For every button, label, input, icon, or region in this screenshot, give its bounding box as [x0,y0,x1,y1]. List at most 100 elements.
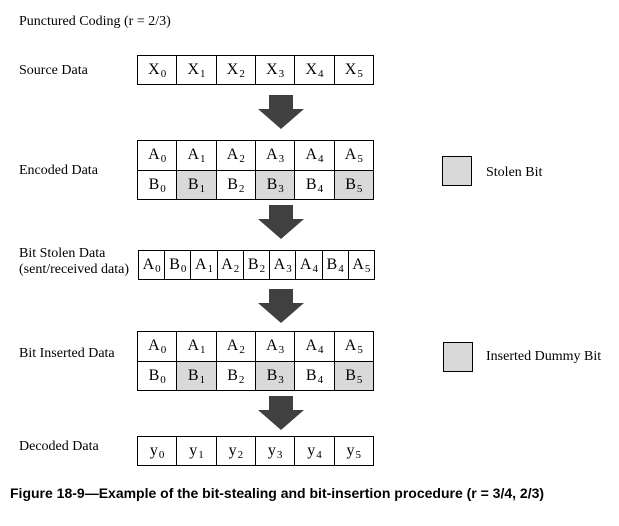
cell-subscript: 3 [278,344,285,357]
cell-symbol: X [187,61,200,78]
cell-symbol: A [299,256,312,273]
cell-symbol: X [226,61,239,78]
cell-subscript: 4 [316,449,322,461]
cell-subscript: 2 [238,182,245,195]
cell-subscript: 0 [155,263,161,275]
cell-symbol: X [148,61,160,78]
cell-symbol: X [266,61,278,78]
cell-subscript: 0 [180,263,187,275]
cell-symbol: B [169,256,180,273]
cell-symbol: B [305,366,317,384]
cell-symbol: A [221,256,233,273]
cell-subscript: 2 [239,68,245,80]
cell-symbol: A [226,337,239,355]
cell-symbol: y [228,442,237,459]
cell-symbol: A [273,256,286,273]
cell-subscript: 4 [318,68,324,80]
down-arrow-icon [258,95,304,129]
bit-stolen-data-label-line1: Bit Stolen Data [19,246,106,261]
cell-subscript: 1 [207,263,214,275]
cell-symbol: B [227,366,238,384]
cell-subscript: 2 [238,373,245,386]
cell-symbol: y [149,442,158,459]
cell-symbol: B [187,366,199,384]
cell-symbol: A [187,146,200,164]
figure-caption: Figure 18-9—Example of the bit-stealing … [10,485,545,501]
cell-symbol: y [307,442,316,459]
cell-subscript: 5 [357,344,363,357]
down-arrow-icon [258,289,304,323]
cell-subscript: 1 [198,449,204,461]
cell-subscript: 3 [278,68,285,80]
down-arrow-icon [258,205,304,239]
cell-subscript: 4 [312,263,318,275]
stolen-bit-legend-label: Stolen Bit [486,165,543,180]
cell-symbol: B [227,175,238,193]
cell-subscript: 4 [318,153,324,166]
cell-subscript: 1 [199,182,206,195]
cell-subscript: 0 [160,68,167,80]
inserted-dummy-bit-legend-swatch [443,342,473,372]
cell-symbol: A [187,337,200,355]
cell-symbol: B [305,175,317,193]
cell-symbol: y [189,442,198,459]
cell-symbol: A [148,337,160,355]
cell-subscript: 0 [160,153,167,166]
cell-subscript: 0 [158,449,165,461]
cell-symbol: A [344,146,357,164]
inserted-dummy-bit-legend-label: Inserted Dummy Bit [486,349,602,364]
cell-subscript: 5 [357,68,363,80]
cell-subscript: 4 [317,373,324,386]
cell-subscript: 0 [160,373,166,386]
cell-subscript: 3 [278,153,285,166]
cell-subscript: 5 [357,153,363,166]
cell-subscript: 3 [276,449,283,461]
cell-subscript: 4 [317,182,324,195]
cell-symbol: X [305,61,317,78]
cell-subscript: 4 [338,263,344,275]
cell-subscript: 0 [160,344,167,357]
bit-inserted-data-label: Bit Inserted Data [19,346,115,361]
cell-subscript: 5 [364,263,371,275]
cell-subscript: 3 [278,373,284,386]
stolen-bit-legend-swatch [442,156,472,186]
cell-symbol: A [266,337,278,355]
cell-symbol: B [266,175,278,193]
cell-symbol: A [352,256,364,273]
cell-subscript: 2 [259,263,266,275]
bit-stolen-data-label-line2: (sent/received data) [19,262,129,277]
source-data-label: Source Data [19,63,88,78]
cell-symbol: B [345,366,356,384]
encoded-data-label: Encoded Data [19,163,98,178]
